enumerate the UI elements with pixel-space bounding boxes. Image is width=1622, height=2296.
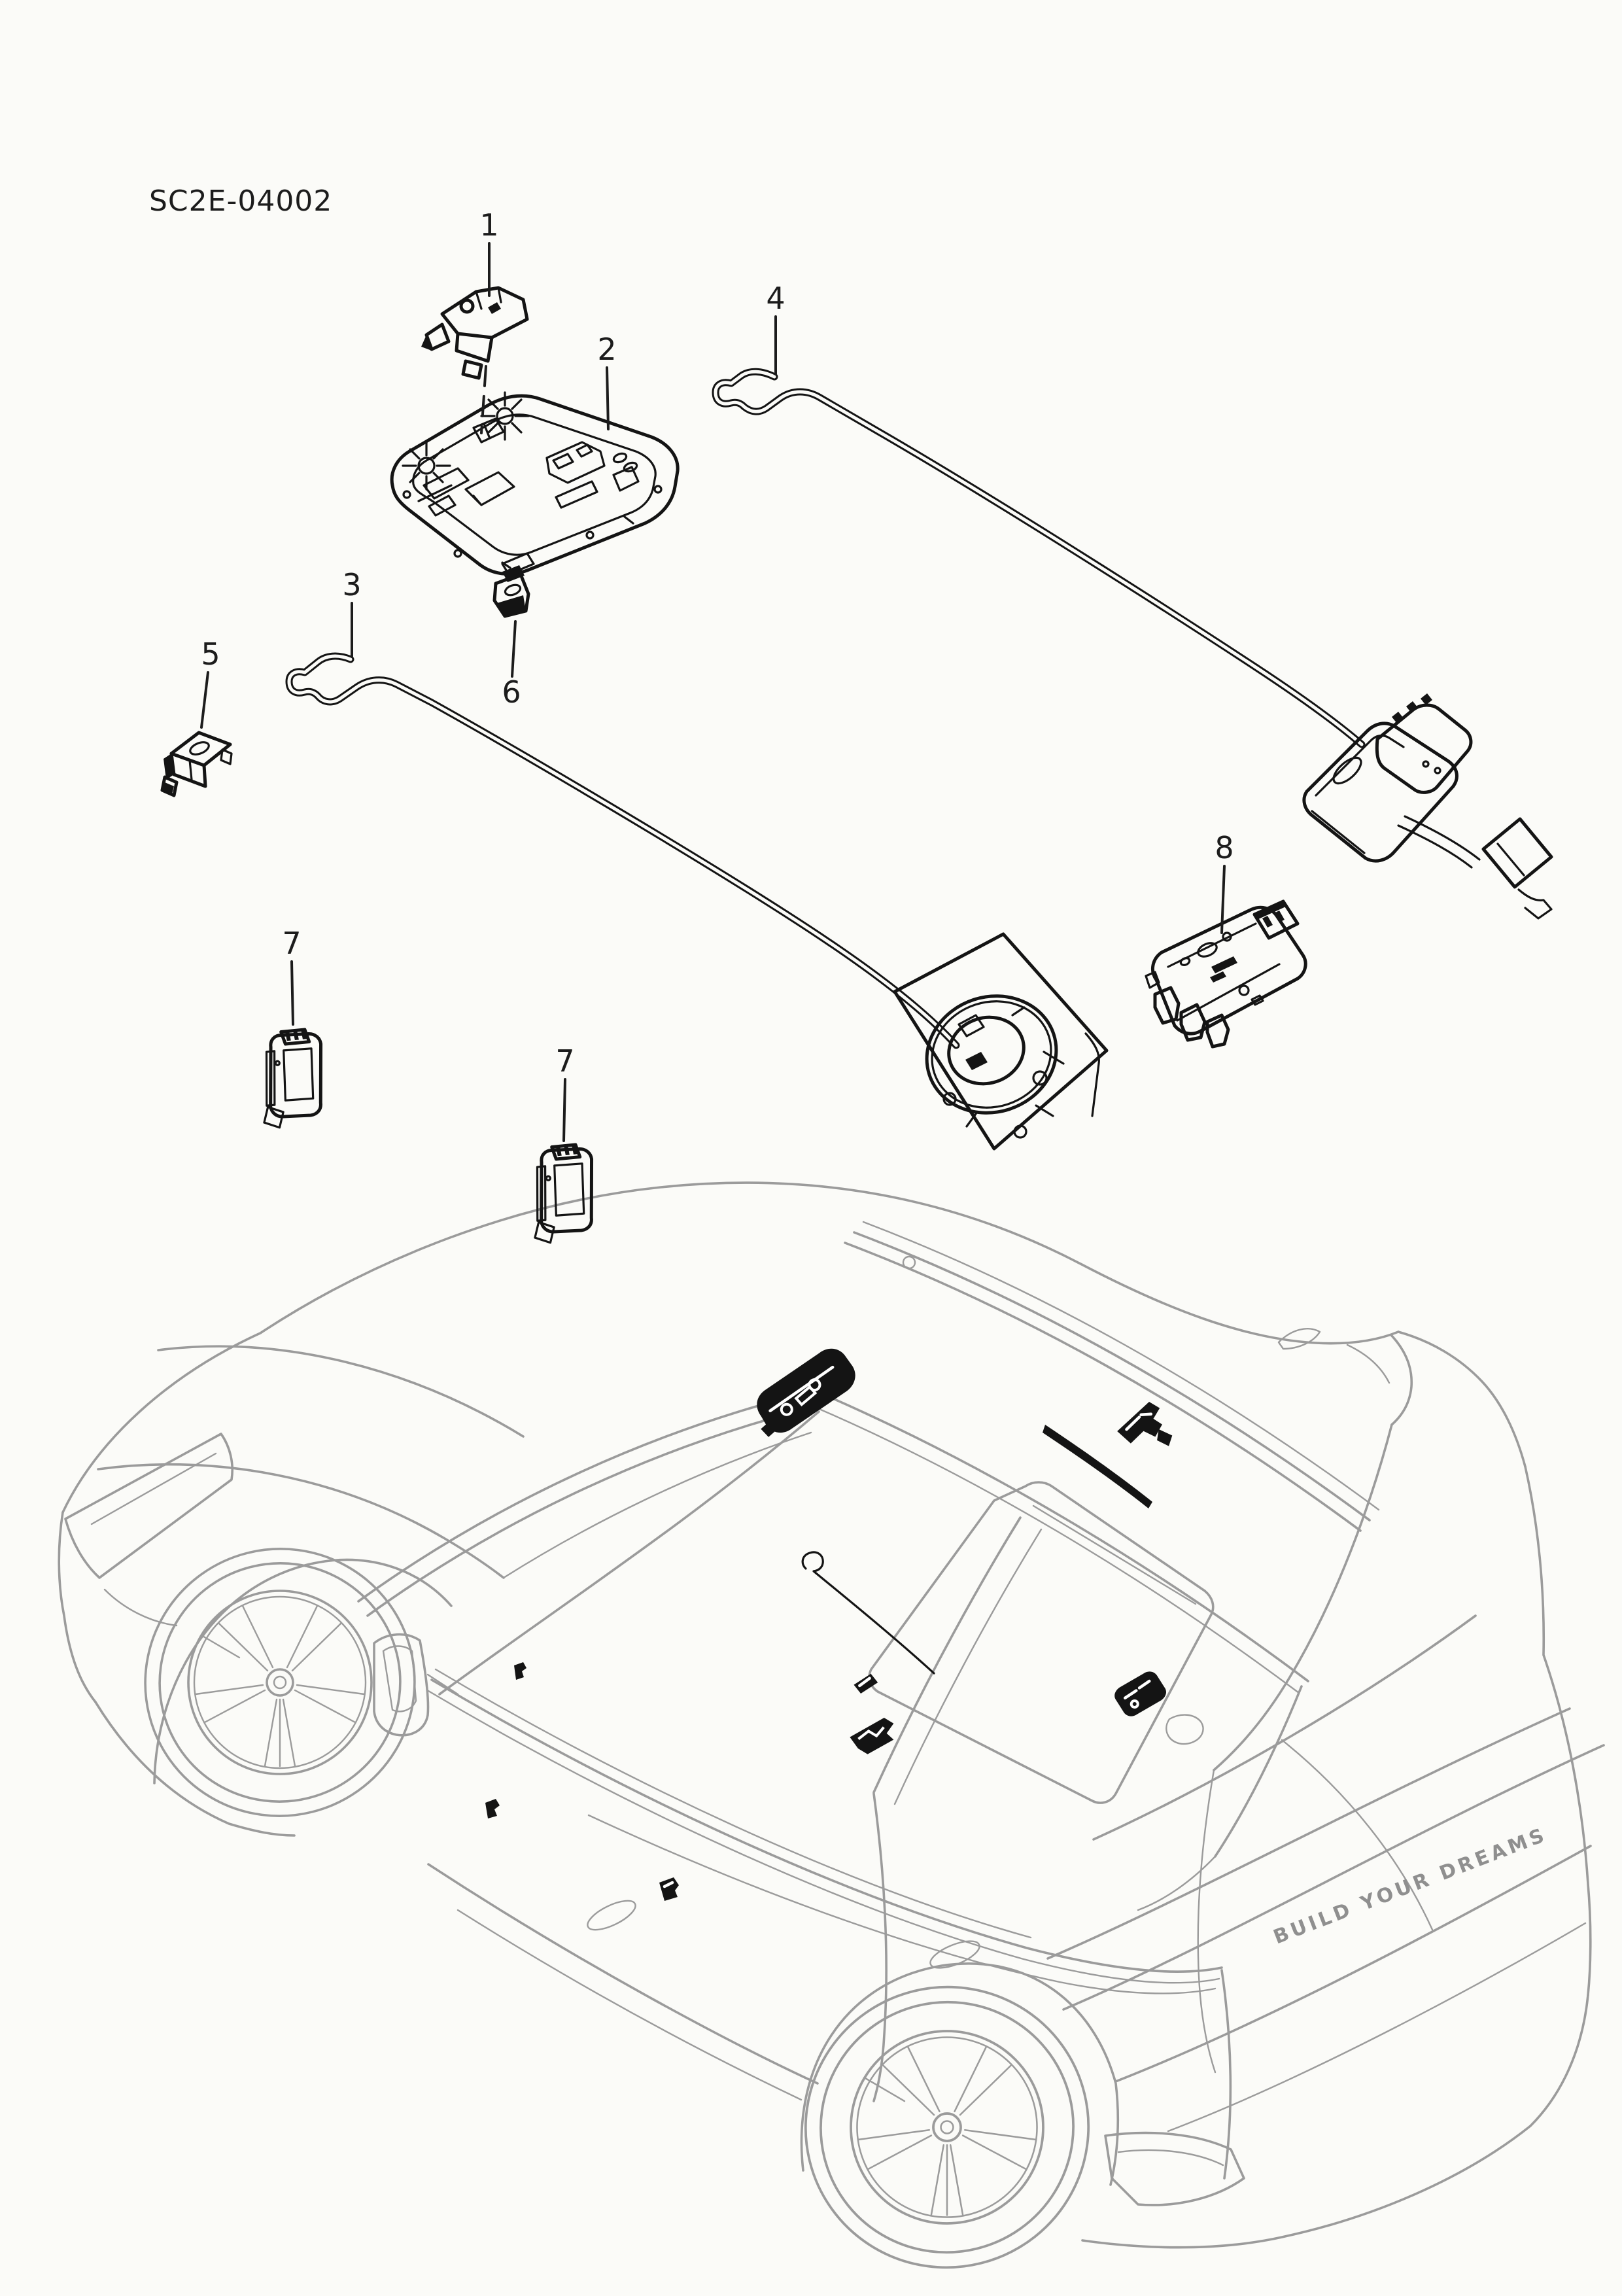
console-marker [757, 1348, 855, 1437]
callout-3: 3 [342, 567, 361, 602]
callout-1: 1 [479, 207, 498, 243]
callout-7b: 7 [555, 1043, 574, 1079]
leader-1-dashed [480, 365, 487, 434]
leader-5 [200, 671, 209, 729]
callout-2: 2 [597, 332, 616, 367]
callout-8: 8 [1215, 830, 1234, 865]
headliner-clip-marker-a [854, 1673, 878, 1694]
leader-2 [606, 366, 610, 430]
part-3-harness [285, 652, 960, 1049]
headliner-clip-marker-b [850, 1718, 894, 1754]
visor-clip-marker [514, 1662, 526, 1680]
leader-8 [1220, 865, 1226, 934]
callout-6: 6 [502, 674, 521, 710]
callout-4: 4 [766, 281, 785, 316]
roof-rail-clip-marker [1117, 1401, 1173, 1446]
leader-7a [290, 960, 294, 1026]
roof-harness-marker [801, 1551, 935, 1675]
pillar-clip-marker [485, 1799, 500, 1818]
callout-7a: 7 [282, 926, 301, 961]
sunroof-lamp-marker [1114, 1671, 1166, 1716]
part-4-lamp-assembly [1302, 693, 1553, 920]
car-component-markers [485, 1348, 1204, 1901]
callouts: 1 2 3 4 5 6 7 7 8 [200, 207, 1234, 1142]
leader-7b [562, 1078, 566, 1142]
car-wheel-front [115, 1519, 445, 1846]
part-3-grommet [893, 932, 1109, 1151]
part-4-harness [712, 368, 1366, 748]
part-1-switch [421, 286, 529, 380]
part-7-lamp-front [262, 1026, 326, 1130]
diagram-code: SC2E-04002 [149, 184, 332, 218]
part-6-clip [492, 565, 530, 618]
part-7-lamp-rear [532, 1141, 597, 1245]
callout-5: 5 [201, 636, 220, 672]
brand-text: BUILD YOUR DREAMS [1270, 1823, 1550, 1949]
beltline-clip-marker [659, 1877, 679, 1901]
part-2-overhead-console [390, 391, 680, 576]
part-8-reading-lamp [1145, 899, 1307, 1049]
leader-6 [511, 620, 517, 678]
part-5-connector [160, 731, 233, 797]
